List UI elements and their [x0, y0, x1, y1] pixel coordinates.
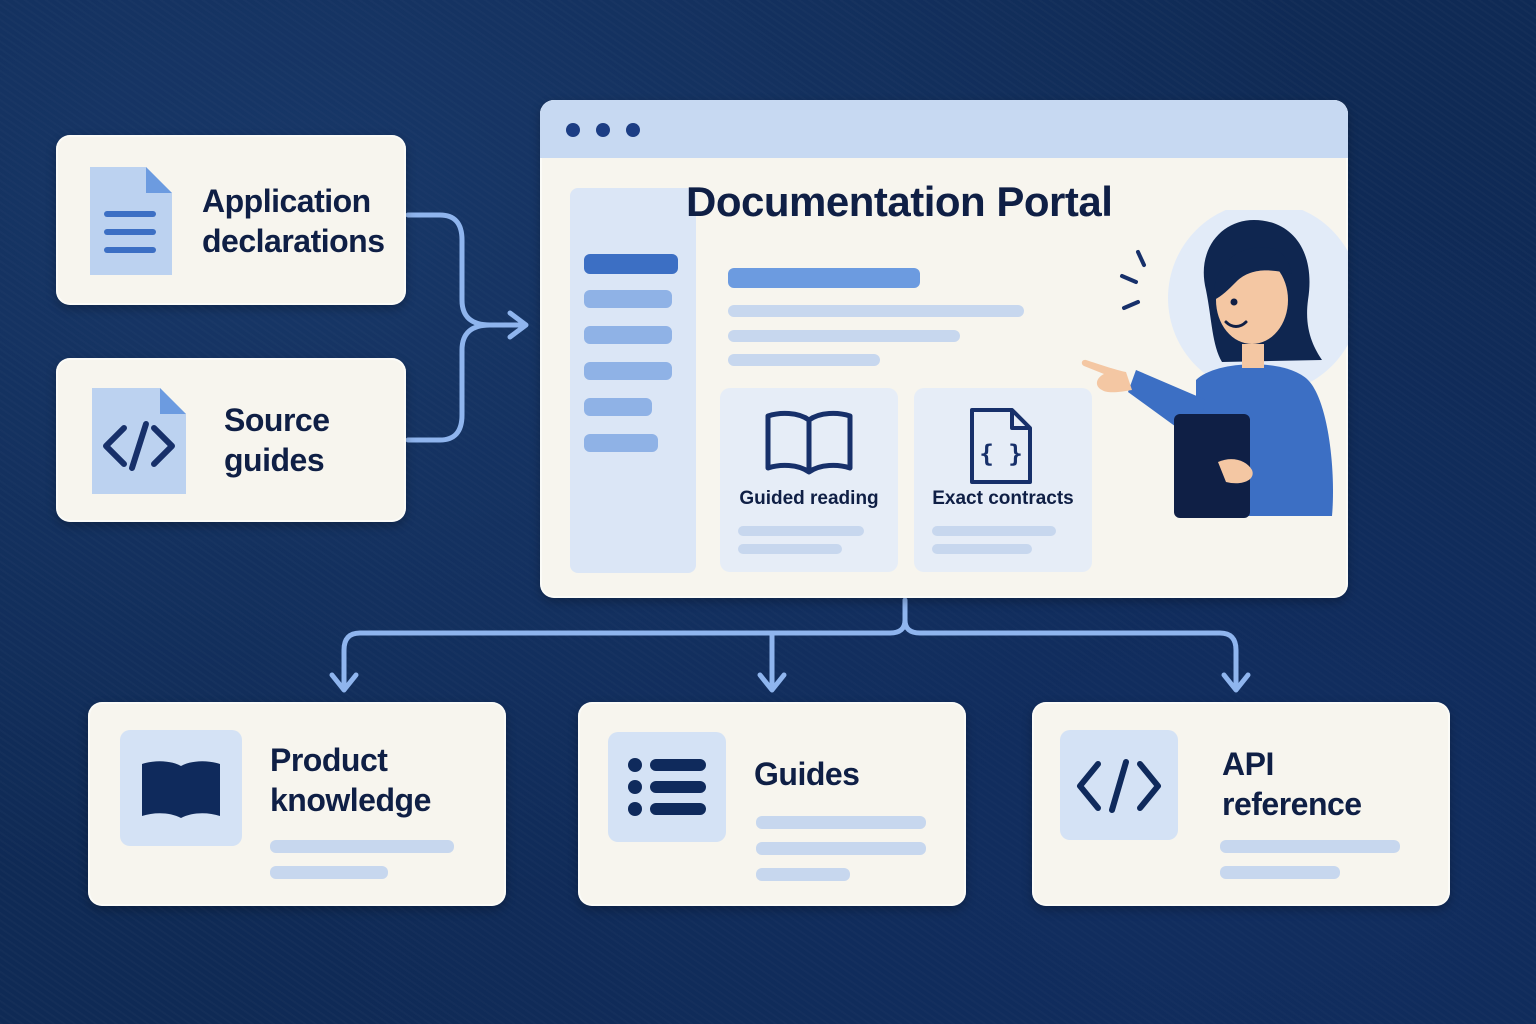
arrowhead-product — [329, 672, 359, 693]
list-icon — [628, 758, 706, 816]
card-label: Guided reading — [739, 488, 879, 509]
window-control-dot — [596, 123, 610, 137]
output-label-line1: Product — [270, 742, 388, 778]
exact-contracts-card: { } Exact contracts — [914, 388, 1092, 572]
output-label: Guides — [754, 756, 860, 792]
documentation-portal-window: Documentation Portal Guided reading { } … — [540, 100, 1348, 598]
code-file-icon — [92, 388, 186, 494]
card-text-line — [756, 868, 850, 881]
svg-text:{ }: { } — [979, 440, 1022, 468]
arrowhead-guides — [757, 672, 787, 693]
source-label-line1: Application — [202, 183, 371, 219]
output-label-line2: reference — [1222, 786, 1362, 822]
braces-file-icon: { } — [970, 408, 1032, 484]
source-label-line2: guides — [224, 442, 325, 478]
output-card-product-knowledge: Product knowledge — [88, 702, 506, 906]
window-control-dot — [626, 123, 640, 137]
source-card-source-guides: Source guides — [56, 358, 406, 522]
sidebar-item — [584, 434, 658, 452]
connector-to-guides — [902, 617, 1239, 688]
output-card-api-reference: API reference — [1032, 702, 1450, 906]
window-title-bar — [540, 100, 1348, 158]
output-label-line1: API — [1222, 746, 1274, 782]
arrowhead-api — [1221, 672, 1251, 693]
sidebar-item — [584, 362, 672, 380]
document-icon — [90, 167, 172, 275]
presenter-illustration — [1081, 210, 1348, 518]
open-book-icon — [765, 410, 853, 475]
card-label: Exact contracts — [932, 488, 1074, 509]
card-text-line — [1220, 866, 1340, 879]
card-text-line — [756, 816, 926, 829]
output-label-line2: knowledge — [270, 782, 431, 818]
portal-title: Documentation Portal — [686, 178, 1113, 225]
card-text-line — [738, 526, 864, 536]
source-label-line1: Source — [224, 402, 330, 438]
connector-source-guides — [405, 322, 493, 443]
arrowhead-portal — [507, 310, 529, 340]
content-text-line — [728, 305, 1024, 317]
sidebar-item-active — [584, 254, 678, 274]
card-text-line — [270, 866, 388, 879]
card-text-line — [756, 842, 926, 855]
content-heading-bar — [728, 268, 920, 288]
window-control-dot — [566, 123, 580, 137]
book-icon — [142, 761, 220, 818]
source-label-line2: declarations — [202, 223, 385, 259]
content-text-line — [728, 354, 880, 366]
card-text-line — [932, 544, 1032, 554]
sidebar-item — [584, 290, 672, 308]
connector-portal-down — [341, 597, 908, 688]
code-icon — [1077, 759, 1161, 813]
output-card-guides: Guides — [578, 702, 966, 906]
connector-declarations — [405, 212, 525, 328]
card-text-line — [738, 544, 842, 554]
source-card-application-declarations: Application declarations — [56, 135, 406, 305]
card-text-line — [1220, 840, 1400, 853]
sidebar-item — [584, 326, 672, 344]
sidebar-item — [584, 398, 652, 416]
portal-sidebar — [570, 188, 696, 573]
content-text-line — [728, 330, 960, 342]
card-text-line — [270, 840, 454, 853]
guided-reading-card: Guided reading — [720, 388, 898, 572]
card-text-line — [932, 526, 1056, 536]
